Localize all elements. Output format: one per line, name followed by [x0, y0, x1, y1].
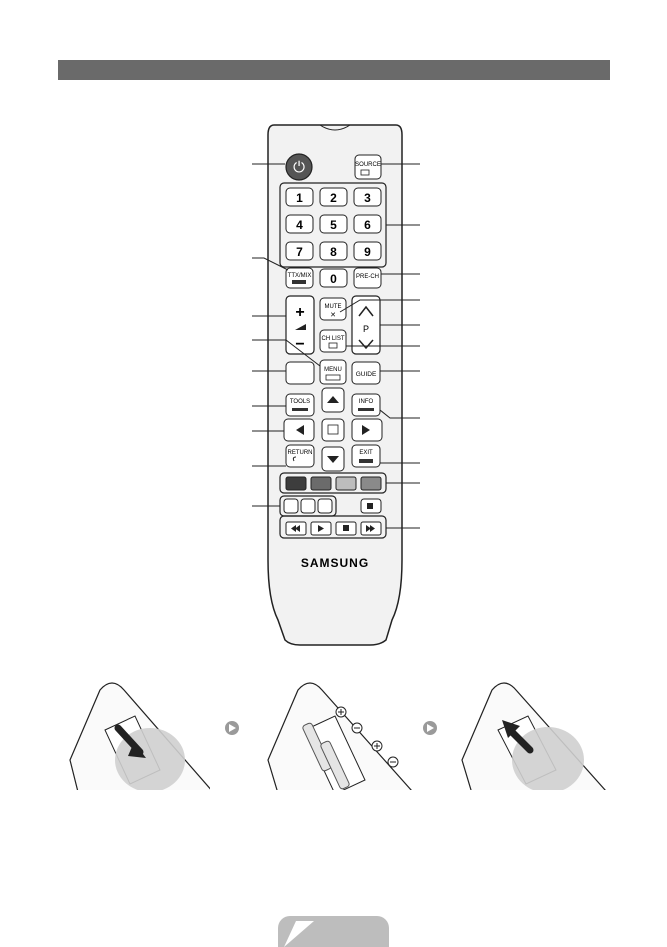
svg-text:P: P — [363, 324, 369, 334]
battery-step-1 — [69, 682, 210, 790]
battery-step-3 — [461, 682, 606, 790]
return-button: RETURN — [285, 444, 315, 468]
arrow-right-icon — [362, 425, 370, 435]
source-button: SOURCE — [354, 154, 382, 180]
callout-lines-right — [339, 163, 420, 529]
svg-text:MUTE: MUTE — [325, 304, 342, 310]
rewind-icon — [291, 525, 300, 532]
digit-4: 4 — [296, 218, 303, 232]
arrow-up-icon — [327, 396, 339, 403]
battery-step-2 — [267, 682, 412, 790]
pre-ch-button: PRE-CH — [353, 267, 382, 289]
digit-8: 8 — [330, 245, 337, 259]
svg-text:TOOLS: TOOLS — [290, 399, 310, 405]
svg-text:MENU: MENU — [324, 367, 342, 373]
ch-list-button: CH LIST — [319, 329, 347, 353]
svg-text:INFO: INFO — [359, 399, 374, 405]
digit-0: 0 — [330, 272, 337, 286]
info-button: INFO — [351, 393, 381, 417]
navigation-pad — [283, 387, 383, 472]
svg-text:CH LIST: CH LIST — [321, 336, 344, 342]
menu-button: MENU — [319, 359, 347, 385]
blank-button — [285, 361, 315, 385]
svg-text:RETURN: RETURN — [288, 450, 313, 456]
callout-lines-left — [252, 163, 321, 507]
svg-text:TTX/MIX: TTX/MIX — [288, 273, 312, 279]
power-button: ⏻ — [285, 153, 313, 181]
function-buttons — [283, 498, 382, 514]
arrow-left-icon — [296, 425, 304, 435]
digit-2: 2 — [330, 191, 337, 205]
mute-icon: ✕ — [330, 311, 336, 319]
ttx-mix-button: TTX/MIX — [285, 267, 314, 289]
source-label: SOURCE — [355, 162, 381, 168]
svg-text:GUIDE: GUIDE — [356, 371, 377, 378]
digit-6: 6 — [364, 218, 371, 232]
color-buttons — [285, 476, 382, 491]
svg-text:EXIT: EXIT — [359, 450, 373, 456]
play-icon — [318, 525, 324, 532]
digit-buttons: 1 2 3 4 5 6 7 8 9 0 — [285, 187, 382, 288]
guide-button: GUIDE — [351, 361, 381, 385]
power-icon: ⏻ — [293, 158, 305, 176]
volume-rocker: + − — [285, 295, 315, 355]
digit-5: 5 — [330, 218, 337, 232]
digit-3: 3 — [364, 191, 371, 205]
mute-button: MUTE ✕ — [319, 297, 347, 321]
media-buttons — [285, 521, 382, 536]
digit-7: 7 — [296, 245, 303, 259]
stop-icon-2 — [343, 525, 349, 531]
fast-forward-icon — [366, 525, 375, 532]
arrow-down-icon — [327, 456, 339, 463]
stop-icon — [367, 503, 373, 509]
digit-1: 1 — [296, 191, 303, 205]
tools-button: TOOLS — [285, 393, 315, 417]
polarity-markers — [335, 706, 399, 768]
exit-button: EXIT — [351, 444, 381, 468]
svg-text:−: − — [295, 336, 304, 353]
brand-logo: SAMSUNG — [301, 556, 369, 570]
svg-text:+: + — [295, 304, 304, 321]
svg-text:PRE-CH: PRE-CH — [356, 274, 379, 280]
enter-icon — [327, 424, 339, 435]
page-tab — [278, 916, 389, 947]
section-header-bar — [58, 60, 610, 80]
channel-rocker: P — [351, 295, 381, 355]
digit-9: 9 — [364, 245, 371, 259]
